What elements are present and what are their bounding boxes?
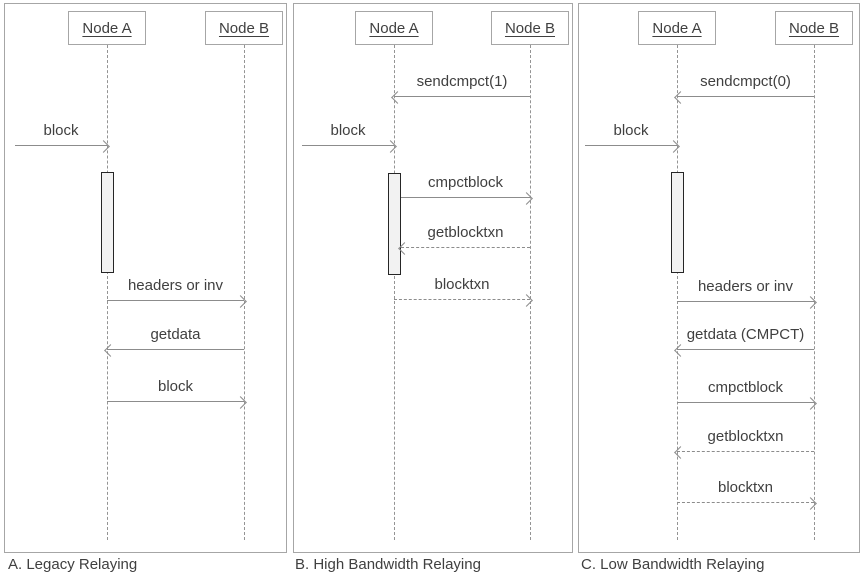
lifeline-node-b <box>814 45 815 540</box>
message-line <box>677 301 814 302</box>
message-line <box>401 197 530 198</box>
lifeline-node-a <box>107 45 108 540</box>
message-label: getdata <box>150 326 201 343</box>
node-label: Node A <box>369 19 419 37</box>
message-headers-or-inv: headers or inv <box>107 271 247 308</box>
panel-caption-legacy: A. Legacy Relaying <box>8 556 138 573</box>
message-line <box>677 502 814 503</box>
node-box-b-node-b: Node B <box>491 11 569 45</box>
message-label: getblocktxn <box>707 428 784 445</box>
lifeline-node-b <box>530 45 531 540</box>
message-label: cmpctblock <box>427 174 504 191</box>
message-blocktxn: blocktxn <box>394 270 533 307</box>
node-label: Node B <box>504 19 556 37</box>
message-label: sendcmpct(1) <box>416 73 508 90</box>
message-getblocktxn: getblocktxn <box>674 422 814 459</box>
message-label: block <box>613 122 649 139</box>
node-label: Node A <box>652 19 702 37</box>
activation-bar <box>671 172 684 273</box>
node-box-a-node-a: Node A <box>68 11 146 45</box>
activation-bar <box>388 173 401 275</box>
message-line <box>107 349 244 350</box>
message-label: headers or inv <box>697 278 794 295</box>
node-box-a-node-b: Node B <box>205 11 283 45</box>
message-block: block <box>585 116 680 153</box>
message-blocktxn: blocktxn <box>677 473 817 510</box>
message-getblocktxn: getblocktxn <box>398 218 530 255</box>
message-headers-or-inv: headers or inv <box>677 272 817 309</box>
message-label: blocktxn <box>434 276 490 293</box>
message-sendcmpct-0: sendcmpct(0) <box>674 67 814 104</box>
node-box-c-node-a: Node A <box>638 11 716 45</box>
message-block: block <box>302 116 397 153</box>
message-line <box>394 96 530 97</box>
message-line <box>302 145 394 146</box>
message-label: block <box>43 122 79 139</box>
node-label: Node B <box>218 19 270 37</box>
message-label: cmpctblock <box>707 379 784 396</box>
message-line <box>107 300 244 301</box>
message-label: getblocktxn <box>427 224 504 241</box>
message-line <box>401 247 530 248</box>
message-line <box>107 401 244 402</box>
message-cmpctblock: cmpctblock <box>401 168 533 205</box>
message-cmpctblock: cmpctblock <box>677 373 817 410</box>
panel-caption-high-bandwidth: B. High Bandwidth Relaying <box>295 556 481 573</box>
message-getdata-cmpct: getdata (CMPCT) <box>674 320 814 357</box>
node-box-c-node-b: Node B <box>775 11 853 45</box>
lifeline-node-b <box>244 45 245 540</box>
message-getdata: getdata <box>104 320 244 357</box>
lifeline-node-a <box>677 45 678 540</box>
message-line <box>677 349 814 350</box>
lifeline-node-a <box>394 45 395 540</box>
message-line <box>677 402 814 403</box>
activation-bar <box>101 172 114 273</box>
message-label: block <box>157 378 194 395</box>
message-line <box>394 299 530 300</box>
message-block: block <box>107 372 247 409</box>
message-line <box>15 145 107 146</box>
message-block: block <box>15 116 110 153</box>
panel-low-bandwidth-frame <box>578 3 860 553</box>
message-line <box>677 96 814 97</box>
panel-high-bandwidth-frame <box>293 3 573 553</box>
node-label: Node A <box>82 19 132 37</box>
panel-legacy-frame <box>4 3 287 553</box>
node-box-b-node-a: Node A <box>355 11 433 45</box>
message-label: block <box>330 122 366 139</box>
message-label: sendcmpct(0) <box>700 73 791 90</box>
message-sendcmpct-1: sendcmpct(1) <box>391 67 530 104</box>
message-label: blocktxn <box>717 479 774 496</box>
panel-caption-low-bandwidth: C. Low Bandwidth Relaying <box>581 556 765 573</box>
node-label: Node B <box>788 19 840 37</box>
message-label: getdata (CMPCT) <box>686 326 805 343</box>
message-label: headers or inv <box>127 277 224 294</box>
message-line <box>677 451 814 452</box>
message-line <box>585 145 677 146</box>
